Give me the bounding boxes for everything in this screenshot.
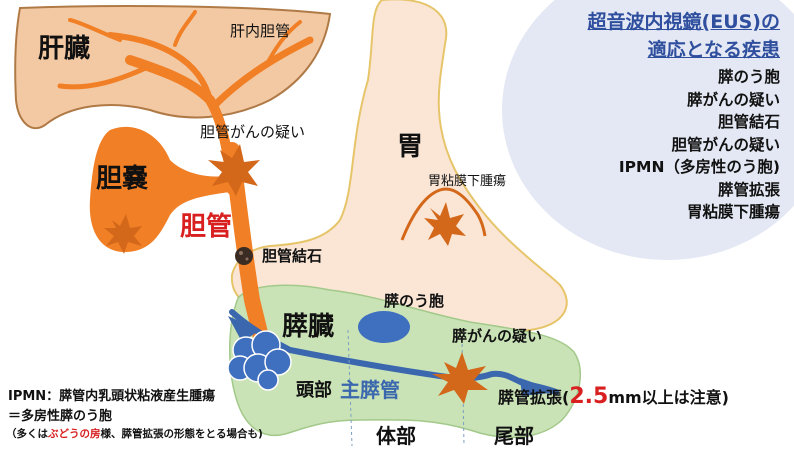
intrahepatic-ducts <box>57 10 314 195</box>
eus-indication-item: 膵管拡張 <box>717 180 780 199</box>
ipmn-note-line1: IPMN：膵管内乳頭状粘液産生腫瘍 <box>8 389 216 404</box>
eus-panel-background <box>502 0 794 260</box>
liver-label: 肝臓 <box>38 34 91 64</box>
pancreas-head-label: 頭部 <box>296 380 332 401</box>
eus-indication-item: 胃粘膜下腫瘍 <box>686 203 780 221</box>
ipmn-note-line2: ＝多房性膵のう胞 <box>8 409 113 424</box>
ipmn-cluster <box>227 330 292 391</box>
eus-indication-list: 膵のう胞 膵がんの疑い 胆管結石 胆管がんの疑い IPMN（多房性のう胞) 膵管… <box>619 66 780 224</box>
bile-duct-stone-shape <box>235 247 253 265</box>
ipmn-note-highlight: ぶどうの房 <box>48 428 101 440</box>
duct-dilation-label: 膵管拡張(2.5mm以上は注意) <box>498 384 729 409</box>
gastric-tumor-arc <box>400 187 487 241</box>
head-body-divider <box>347 329 353 446</box>
bile-duct-label: 胆管 <box>180 212 233 242</box>
eus-indication-item: IPMN（多房性のう胞) <box>618 158 780 176</box>
eus-panel-title-line1: 超音波内視鏡(EUS)の <box>587 11 780 33</box>
stomach-label: 胃 <box>397 132 424 162</box>
eus-indication-item: 胆管がんの疑い <box>671 135 780 154</box>
gastric-submucosal-tumor-label: 胃粘膜下腫瘍 <box>428 174 507 189</box>
duct-dilation-value: 2.5 <box>569 384 609 409</box>
eus-panel-title-line2: 適応となる疾患 <box>647 39 780 61</box>
liver-shape <box>14 5 332 130</box>
suspected-bile-duct-cancer-label: 胆管がんの疑い <box>200 123 306 141</box>
pancreatic-tumor-shape <box>432 352 488 404</box>
bile-duct-stone-label: 胆管結石 <box>262 247 323 265</box>
pancreas-tail-label: 尾部 <box>494 424 534 448</box>
eus-panel-title: 超音波内視鏡(EUS)の 適応となる疾患 <box>588 8 780 64</box>
pancreas-label: 膵臓 <box>282 312 335 342</box>
gastric-tumor-shape <box>424 202 466 246</box>
eus-indication-item: 胆管結石 <box>717 113 780 131</box>
gallbladder-tumor-shape <box>104 214 142 254</box>
eus-indication-item: 膵のう胞 <box>717 68 780 86</box>
pancreas-shape <box>229 284 581 439</box>
eus-indication-item: 膵がんの疑い <box>686 90 780 109</box>
ipmn-note-line3: （多くはぶどうの房様、膵管拡張の形態をとる場合も) <box>6 426 263 441</box>
pancreatic-cyst-label: 膵のう胞 <box>384 292 445 310</box>
pancreatic-cyst-shape <box>358 311 410 343</box>
ipmn-note-prefix: （多くは <box>6 428 48 440</box>
ipmn-note-suffix: 様、膵管拡張の形態をとる場合も) <box>100 428 263 440</box>
bile-duct-tumor-shape <box>208 144 260 196</box>
intrahepatic-duct-label: 肝内胆管 <box>230 22 291 40</box>
suspected-pancreatic-cancer-label: 膵がんの疑い <box>452 327 543 345</box>
main-pancreatic-duct-label: 主膵管 <box>340 378 400 402</box>
gallbladder-label: 胆嚢 <box>96 164 149 194</box>
duct-dilation-suffix: mm以上は注意) <box>608 388 729 407</box>
pancreas-body-label: 体部 <box>376 424 416 448</box>
duct-dilation-prefix: 膵管拡張( <box>498 388 570 407</box>
